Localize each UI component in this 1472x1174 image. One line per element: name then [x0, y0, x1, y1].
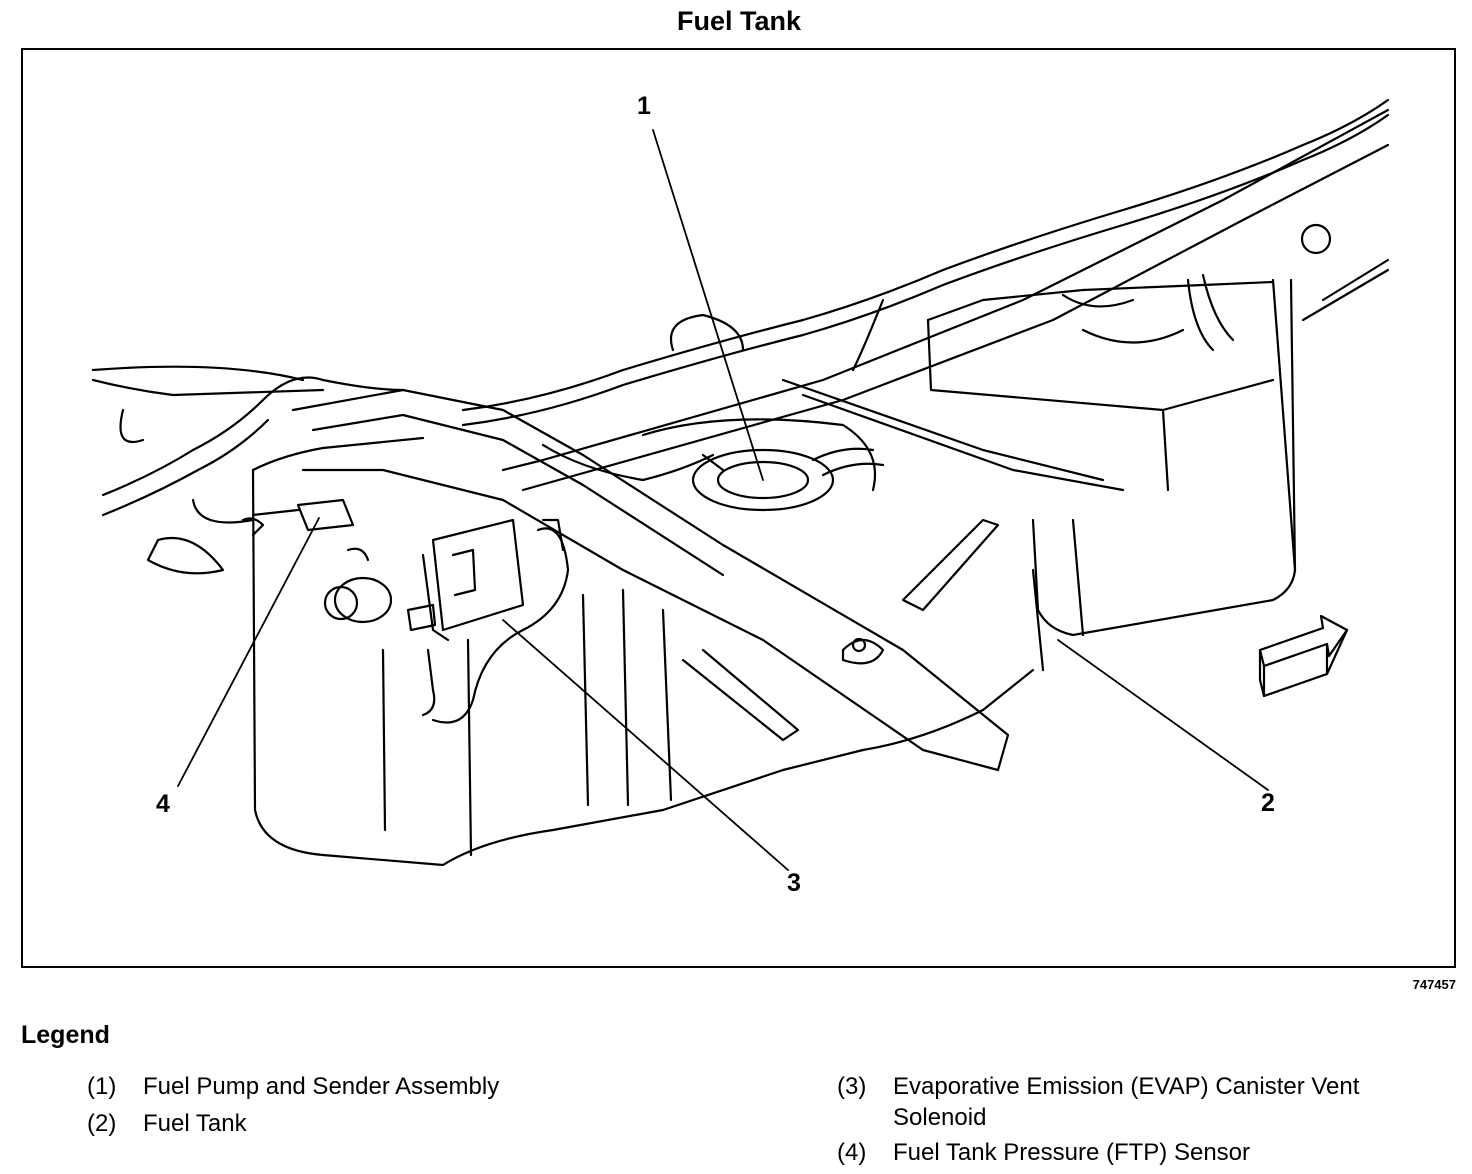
frame-rails: [291, 108, 1390, 772]
legend-item-2: (2) Fuel Tank: [87, 1108, 647, 1139]
evap-vent-solenoid: [406, 518, 570, 724]
fuel-tank-illustration: [91, 98, 1390, 871]
callout-leaders: [177, 129, 1269, 871]
ftp-sensor: [241, 498, 393, 624]
figure-id: 747457: [1412, 977, 1456, 992]
legend-number: (2): [87, 1110, 117, 1137]
callout-2: 2: [1261, 789, 1275, 817]
legend-number: (4): [837, 1139, 867, 1166]
callout-4: 4: [156, 790, 170, 818]
diagram-frame: [21, 48, 1456, 968]
legend-text: Fuel Pump and Sender Assembly: [143, 1073, 500, 1100]
callout-1: 1: [637, 92, 651, 120]
callout-3: 3: [787, 869, 801, 897]
legend-text: Fuel Tank Pressure (FTP) Sensor: [893, 1139, 1251, 1166]
legend-number: (1): [87, 1073, 117, 1100]
legend-number: (3): [837, 1073, 867, 1100]
page-title: Fuel Tank: [676, 6, 802, 36]
legend-text: Fuel Tank: [143, 1110, 247, 1137]
wiring-harness: [91, 98, 1390, 575]
legend-item-3: (3) Evaporative Emission (EVAP) Canister…: [837, 1071, 1447, 1133]
fuel-tank-body: [251, 223, 1332, 867]
legend-item-4: (4) Fuel Tank Pressure (FTP) Sensor: [837, 1137, 1447, 1168]
front-direction-arrow: [1258, 614, 1349, 698]
legend-item-1: (1) Fuel Pump and Sender Assembly: [87, 1071, 647, 1102]
legend-heading: Legend: [21, 1021, 110, 1049]
legend-text: Evaporative Emission (EVAP) Canister Ven…: [893, 1073, 1360, 1131]
fuel-pump-module: [641, 313, 885, 512]
